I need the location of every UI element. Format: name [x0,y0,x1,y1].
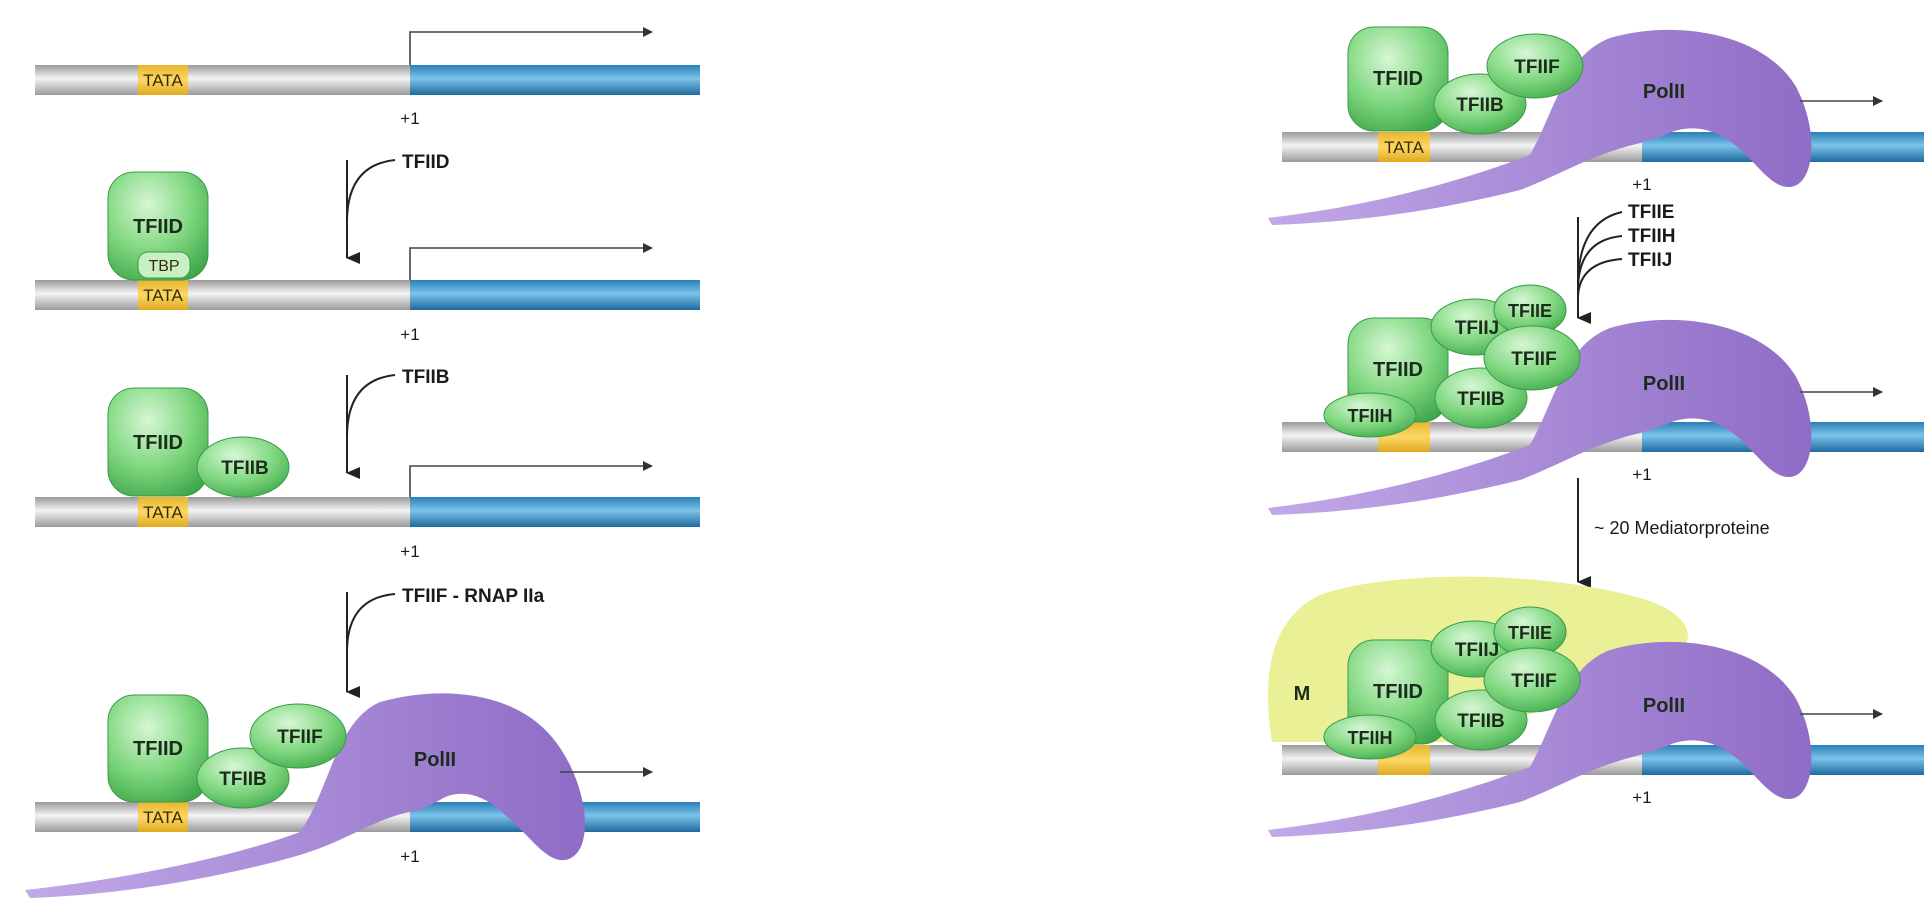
tfiie-label: TFIIE [1508,623,1552,643]
tfiih-factor [1323,392,1417,438]
merge-curve [346,159,396,223]
step-label-h: TFIIH [1628,226,1676,247]
dna-upstream [35,65,410,95]
stage-r1-pol-complex: TATA +1 PolII TFIID TFIIB TFIIF [1268,26,1924,226]
stage-r2-complete-pic: +1 PolII TFIID TFIIB TFIIJ TFIIE TFIIF T… [1268,284,1924,515]
plus-one-label: +1 [1632,465,1651,484]
tfiib-label: TFIIB [219,769,267,790]
mediator-label: M [1294,683,1311,705]
tfiij-label: TFIIJ [1455,318,1499,339]
pol-label: PolII [1643,81,1685,103]
gene-coding-region [410,65,700,95]
pol-label: PolII [414,749,456,771]
tata-label: TATA [143,71,183,90]
tfiib-factor [196,747,290,809]
stage-4-pol-recruited: TATA +1 PolII TFIID TFIIB TFIIF [25,693,700,898]
stage-3-tfiib-bound: TATA +1 TFIID TFIIB [35,387,700,561]
gene-coding-region [410,280,700,310]
tfiif-factor [249,703,347,769]
plus-one-label: +1 [1632,788,1651,807]
tata-box [138,802,188,832]
tfiid-label: TFIID [133,738,183,760]
tfiih-label: TFIIH [1348,406,1393,426]
tata-label: TATA [1384,138,1424,157]
rna-polymerase-ii [1268,29,1812,226]
tfiib-label: TFIIB [1457,389,1505,410]
rna-polymerase-ii [1268,641,1812,837]
tfiid-complex [107,694,209,803]
rna-polymerase-ii [1268,319,1812,515]
transcription-start-arrow [409,243,653,280]
merge-curve-h [1577,235,1623,291]
tfiib-label: TFIIB [221,458,269,479]
step-label-mediator: ~ 20 Mediatorproteine [1594,518,1770,538]
step-label: TFIID [402,152,450,173]
dna-upstream [35,497,410,527]
tfiif-factor [1483,647,1581,713]
tfiih-factor [1323,714,1417,760]
stage-1-promoter: TATA +1 [35,27,700,128]
tfiid-label: TFIID [1373,68,1423,90]
plus-one-label: +1 [400,109,419,128]
plus-one-label: +1 [400,847,419,866]
step-label: TFIIB [402,367,450,388]
tfiif-label: TFIIF [1511,349,1556,370]
tata-label: TATA [143,808,183,827]
stage-r3-mediator-bound: M +1 PolII TFIID TFIIB TFIIJ TFIIE TFIIF… [1267,576,1924,837]
step-arrow-tfiif-rnap: TFIIF - RNAP IIa [346,586,545,698]
step-label-j: TFIIJ [1628,250,1672,271]
tata-box [138,497,188,527]
tfiid-label: TFIID [1373,359,1423,381]
tbp-label: TBP [148,258,179,275]
tata-box [1378,132,1430,162]
tfiif-label: TFIIF [277,727,322,748]
rna-polymerase-ii [25,693,585,898]
pol-label: PolII [1643,695,1685,717]
tfiij-label: TFIIJ [1455,640,1499,661]
merge-curve-e [1577,211,1623,286]
step-arrow-tfiid: TFIID [346,152,450,264]
tata-box [138,65,188,95]
merge-curve-j [1577,258,1623,297]
tfiif-factor [1486,33,1584,99]
tfiid-complex [107,387,209,497]
tfiid-complex [1347,26,1449,132]
tata-label: TATA [143,503,183,522]
transcription-start-arrow [409,461,653,497]
step-arrow-e-h-j: TFIIE TFIIH TFIIJ [1577,202,1676,324]
pol-label: PolII [1643,373,1685,395]
tata-box [138,280,188,310]
tfiie-label: TFIIE [1508,301,1552,321]
plus-one-label: +1 [1632,175,1651,194]
tfiif-label: TFIIF [1514,57,1559,78]
tfiif-factor [1483,325,1581,391]
tfiib-label: TFIIB [1457,711,1505,732]
tata-label: TATA [143,286,183,305]
merge-curve [346,593,396,653]
tfiib-factor [196,436,290,498]
gene-coding-region [410,497,700,527]
tfiib-label: TFIIB [1456,95,1504,116]
tbp-subunit [137,251,191,279]
step-arrow-tfiib: TFIIB [346,367,450,479]
transcription-start-arrow [409,27,653,65]
step-label: TFIIF - RNAP IIa [402,586,545,607]
tfiid-label: TFIID [133,216,183,238]
plus-one-label: +1 [400,325,419,344]
tfiid-label: TFIID [1373,681,1423,703]
tfiih-label: TFIIH [1348,728,1393,748]
step-label-e: TFIIE [1628,202,1674,223]
tfiid-label: TFIID [133,432,183,454]
tfiif-label: TFIIF [1511,671,1556,692]
merge-curve [346,374,396,438]
dna-upstream [35,280,410,310]
stage-2-tfiid-bound: TATA +1 TFIID TBP [35,171,700,344]
plus-one-label: +1 [400,542,419,561]
step-arrow-mediator: ~ 20 Mediatorproteine [1577,478,1770,588]
